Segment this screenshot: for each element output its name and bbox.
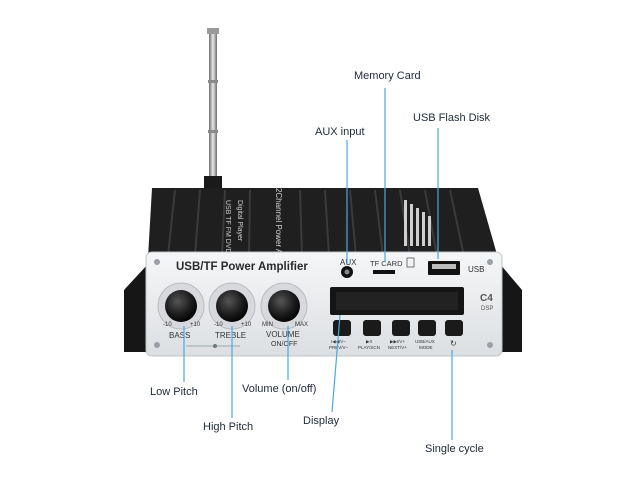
button-next-sub: NEXT/V+ [388,345,407,350]
button-play-sub: PLAY/SCN [358,345,380,350]
callout-lines [183,88,453,440]
top-label-2: Digital Player [236,200,243,242]
callout-low-pitch: Low Pitch [150,386,198,398]
knob-bass[interactable] [157,282,205,330]
button-repeat[interactable] [445,320,463,336]
knob-volume[interactable] [260,282,308,330]
button-mode-label: USB/AUX [415,339,435,344]
tf-card-label: TF CARD [370,259,403,268]
callout-aux-input: AUX input [315,126,365,138]
button-mode[interactable] [418,320,436,336]
antenna [204,28,222,190]
button-prev-sub: PREV/V− [329,345,349,350]
tf-card-slot[interactable] [373,270,395,274]
bass-min: -10 [163,322,172,328]
dsp-logo-mark: C4 [480,293,493,304]
repeat-icon: ↻ [450,339,457,348]
button-play-label: ▶II [366,339,372,344]
treble-max: +10 [241,322,252,328]
volume-max: MAX [295,322,308,328]
callout-high-pitch: High Pitch [203,421,254,433]
left-bracket [124,264,148,352]
callout-volume-on-off: Volume (on/off) [242,383,317,395]
button-next[interactable] [392,320,410,336]
bass-max: +10 [190,322,201,328]
callout-single-cycle: Single cycle [425,443,484,455]
top-label-1: USB TF FM DVD MP3 [224,200,231,270]
volume-min: MIN [262,322,273,328]
right-bracket [500,264,522,352]
volume-sub: ON/OFF [271,341,297,348]
callout-memory-card: Memory Card [354,70,421,82]
amplifier-top: USB TF FM DVD MP3 Digital Player 2Channe… [148,188,498,280]
button-prev-label: I◀◀/V− [331,339,346,344]
volume-label: VOLUME [266,330,300,339]
button-mode-sub: MODE [419,345,433,350]
bass-label: BASS [169,331,190,340]
knob-treble[interactable] [208,282,256,330]
button-prev[interactable] [333,320,351,336]
usb-label: USB [468,265,484,274]
dsp-label: DSP [481,306,493,312]
treble-min: -10 [214,322,223,328]
callout-display: Display [303,415,340,427]
front-panel [145,251,503,357]
button-play[interactable] [363,320,381,336]
button-next-label: ▶▶I/V+ [390,339,405,344]
sd-card-icon [406,257,415,268]
treble-label: TREBLE [215,331,246,340]
power-led [213,344,217,348]
aux-label: AUX [340,258,357,267]
top-label-3: 2Channel Power Amplifier [274,188,283,280]
callout-usb-flash-disk: USB Flash Disk [413,112,491,124]
front-title: USB/TF Power Amplifier [176,261,308,273]
